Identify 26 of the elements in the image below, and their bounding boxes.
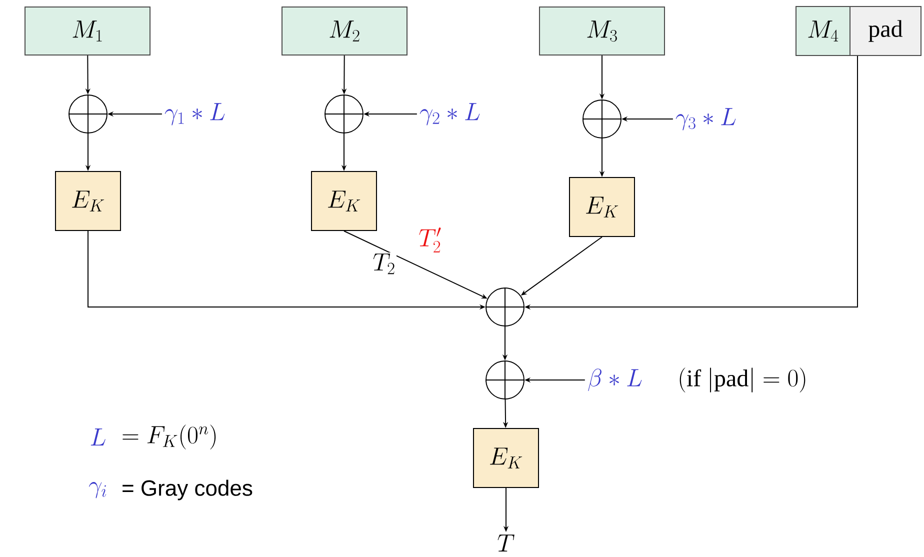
mask-label: $\beta * L$: [588, 368, 642, 392]
message-block: $M_1$: [24, 6, 150, 56]
tag-label: $T_2'$: [419, 228, 441, 252]
key-label: $L$: [90, 428, 106, 446]
mask-label: $\gamma_1 * L$: [164, 103, 225, 126]
key-label: $\gamma_i$: [89, 482, 106, 498]
message-block: $M_3$: [539, 6, 665, 56]
edge-label: $T_2$: [372, 252, 396, 276]
xor-circle: [485, 360, 525, 400]
cipher-box: $E_K$: [473, 428, 539, 488]
cipher-box: $E_K$: [311, 171, 377, 231]
cipher-box: $E_K$: [569, 177, 635, 237]
padding-block: pad: [850, 6, 922, 56]
xor-circle: [485, 287, 525, 327]
mask-label: $\gamma_3 * L$: [676, 108, 736, 130]
xor-circle: [324, 94, 364, 134]
output-label: $T$: [498, 534, 514, 552]
condition-label: $(\mathrm{if}\ |\mathrm{pad}| = 0)$: [680, 368, 806, 392]
message-block: $M_2$: [282, 6, 408, 56]
cipher-box: $E_K$: [55, 171, 121, 231]
xor-circle: [582, 99, 622, 139]
xor-circle: [68, 94, 108, 134]
definition-label: = Gray codes: [122, 480, 252, 500]
message-block: $M_4$: [796, 6, 850, 56]
mask-label: $\gamma_2 * L$: [420, 103, 480, 126]
definition-label: $= F_K(0^n)$: [122, 424, 216, 450]
